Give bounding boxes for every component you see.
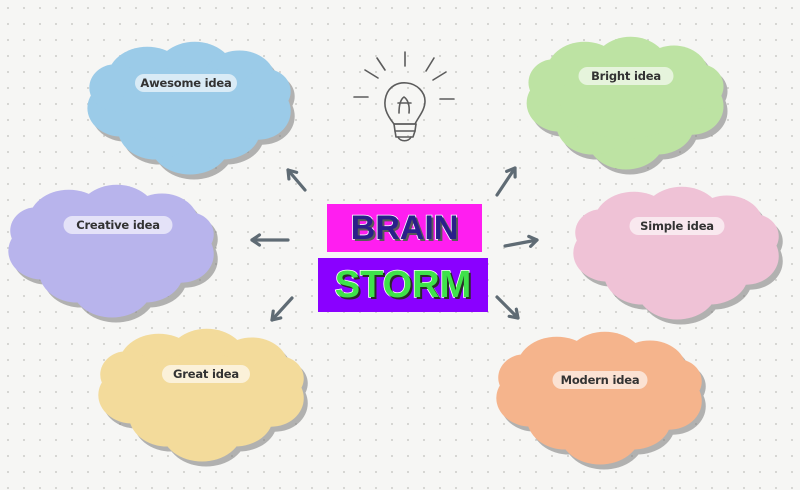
arrow-to-bright (495, 166, 517, 197)
idea-label: Great idea (173, 367, 239, 381)
idea-label: Creative idea (76, 218, 160, 232)
idea-label: Simple idea (640, 219, 714, 233)
arrow-to-awesome (286, 168, 307, 192)
cloud-creative: Creative idea (8, 184, 214, 318)
idea-label-pill (629, 217, 725, 235)
idea-label-pill (162, 365, 250, 383)
arrow-to-modern (495, 295, 520, 320)
cloud-bright: Bright idea (526, 36, 724, 170)
arrow-to-great (270, 296, 294, 322)
idea-label-pill (63, 216, 173, 234)
idea-label: Bright idea (591, 69, 661, 83)
cloud-modern: Modern idea (496, 331, 702, 465)
idea-label: Awesome idea (140, 76, 231, 90)
lightbulb-icon (353, 51, 455, 142)
title-brain: BRAIN (327, 204, 482, 252)
cloud-simple: Simple idea (573, 186, 779, 320)
connector-arrows (250, 166, 539, 322)
arrow-to-simple (503, 234, 539, 248)
cloud-awesome: Awesome idea (87, 41, 291, 175)
idea-label-pill (135, 74, 237, 92)
idea-label: Modern idea (561, 373, 640, 387)
title-storm: STORM (318, 258, 488, 312)
idea-label-pill (552, 371, 648, 389)
cloud-great: Great idea (98, 328, 304, 462)
idea-label-pill (578, 67, 674, 85)
arrow-to-creative (250, 233, 290, 247)
